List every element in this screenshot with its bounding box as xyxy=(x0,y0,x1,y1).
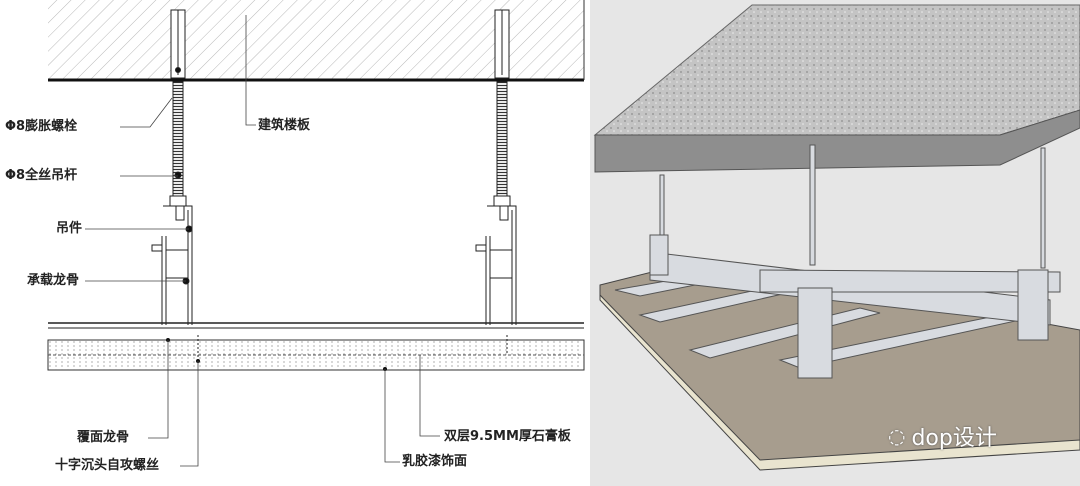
ceiling-boards xyxy=(47,322,585,371)
label-main-channel: 承载龙骨 xyxy=(27,273,80,288)
label-gypsum-board: 双层9.5MM厚石膏板 xyxy=(444,429,571,444)
watermark-text: dop设计 xyxy=(911,426,997,451)
hanger-assembly-right xyxy=(475,9,517,325)
watermark: ◌ dop设计 xyxy=(888,420,997,452)
label-screw: 十字沉头自攻螺丝 xyxy=(55,458,160,473)
label-floor-slab: 建筑楼板 xyxy=(258,118,311,133)
render-view xyxy=(590,0,1080,486)
label-hanger: 吊件 xyxy=(56,221,83,236)
leader-lines xyxy=(85,15,440,467)
label-cover-channel: 覆面龙骨 xyxy=(77,430,130,445)
label-expansion-bolt: Φ8膨胀螺栓 xyxy=(5,119,78,134)
label-threaded-rod: Φ8全丝吊杆 xyxy=(5,168,78,183)
label-latex-finish: 乳胶漆饰面 xyxy=(402,454,468,469)
wechat-icon: ◌ xyxy=(888,424,906,448)
